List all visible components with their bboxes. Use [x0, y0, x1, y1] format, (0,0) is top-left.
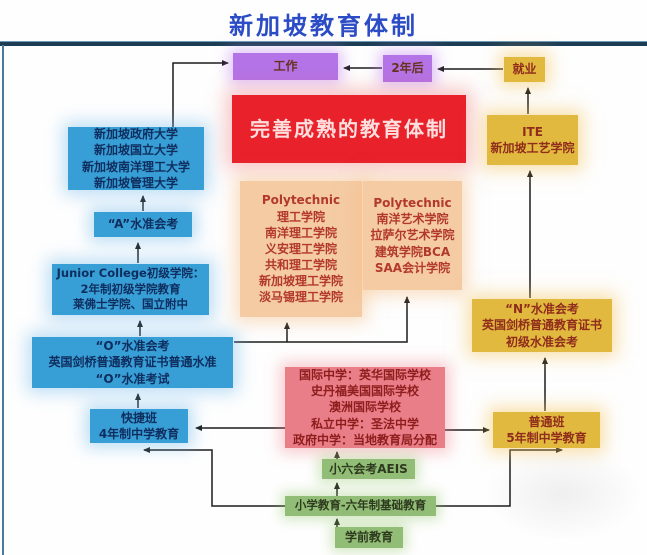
node-poly-left: Polytechnic 理工学院 南洋理工学院 义安理工学院 共和理工学院 新加…	[240, 181, 362, 317]
node-normal-stream: 普通班 5年制中学教育	[493, 412, 600, 448]
edge-primary-normal	[435, 447, 563, 507]
node-two-years: 2年后	[383, 55, 432, 82]
node-o-level: “O”水准会考 英国剑桥普通教育证书普通水准 “O”水准考试	[32, 337, 233, 388]
node-universities: 新加坡政府大学 新加坡国立大学 新加坡南洋理工大学 新加坡管理大学	[68, 127, 204, 190]
edge-primary-express	[143, 447, 285, 507]
node-primary: 小学教育-六年制基础教育	[285, 496, 436, 516]
node-employment: 就业	[504, 57, 545, 82]
node-preschool: 学前教育	[335, 527, 403, 548]
node-psle: 小六会考AEIS	[322, 459, 415, 479]
node-red-banner: 完善成熟的教育体制	[232, 95, 466, 163]
node-express-stream: 快捷班 4年制中学教育	[90, 409, 188, 443]
node-work: 工作	[233, 53, 338, 80]
node-n-level: “N”水准会考 英国剑桥普通教育证书 初级水准会考	[472, 299, 612, 352]
edge-olevel-polyright	[234, 296, 410, 343]
node-poly-right: Polytechnic 南洋艺术学院 拉萨尔艺术学院 建筑学院BCA SAA会计…	[363, 181, 462, 290]
page-title: 新加坡教育体制	[229, 12, 418, 40]
node-a-level: “A”水准会考	[94, 212, 192, 237]
node-intl-school: 国际中学：英华国际学校 史丹福美国国际学校 澳洲国际学校 私立中学：圣法中学 政…	[285, 367, 445, 448]
title-underline	[0, 41, 647, 46]
left-border-line	[2, 45, 4, 555]
node-junior-college: Junior College初级学院： 2年制初级学院教育 莱佛士学院、国立附中	[52, 264, 209, 315]
node-ite: ITE 新加坡工艺学院	[487, 115, 578, 165]
edge-universities-work	[172, 60, 229, 127]
